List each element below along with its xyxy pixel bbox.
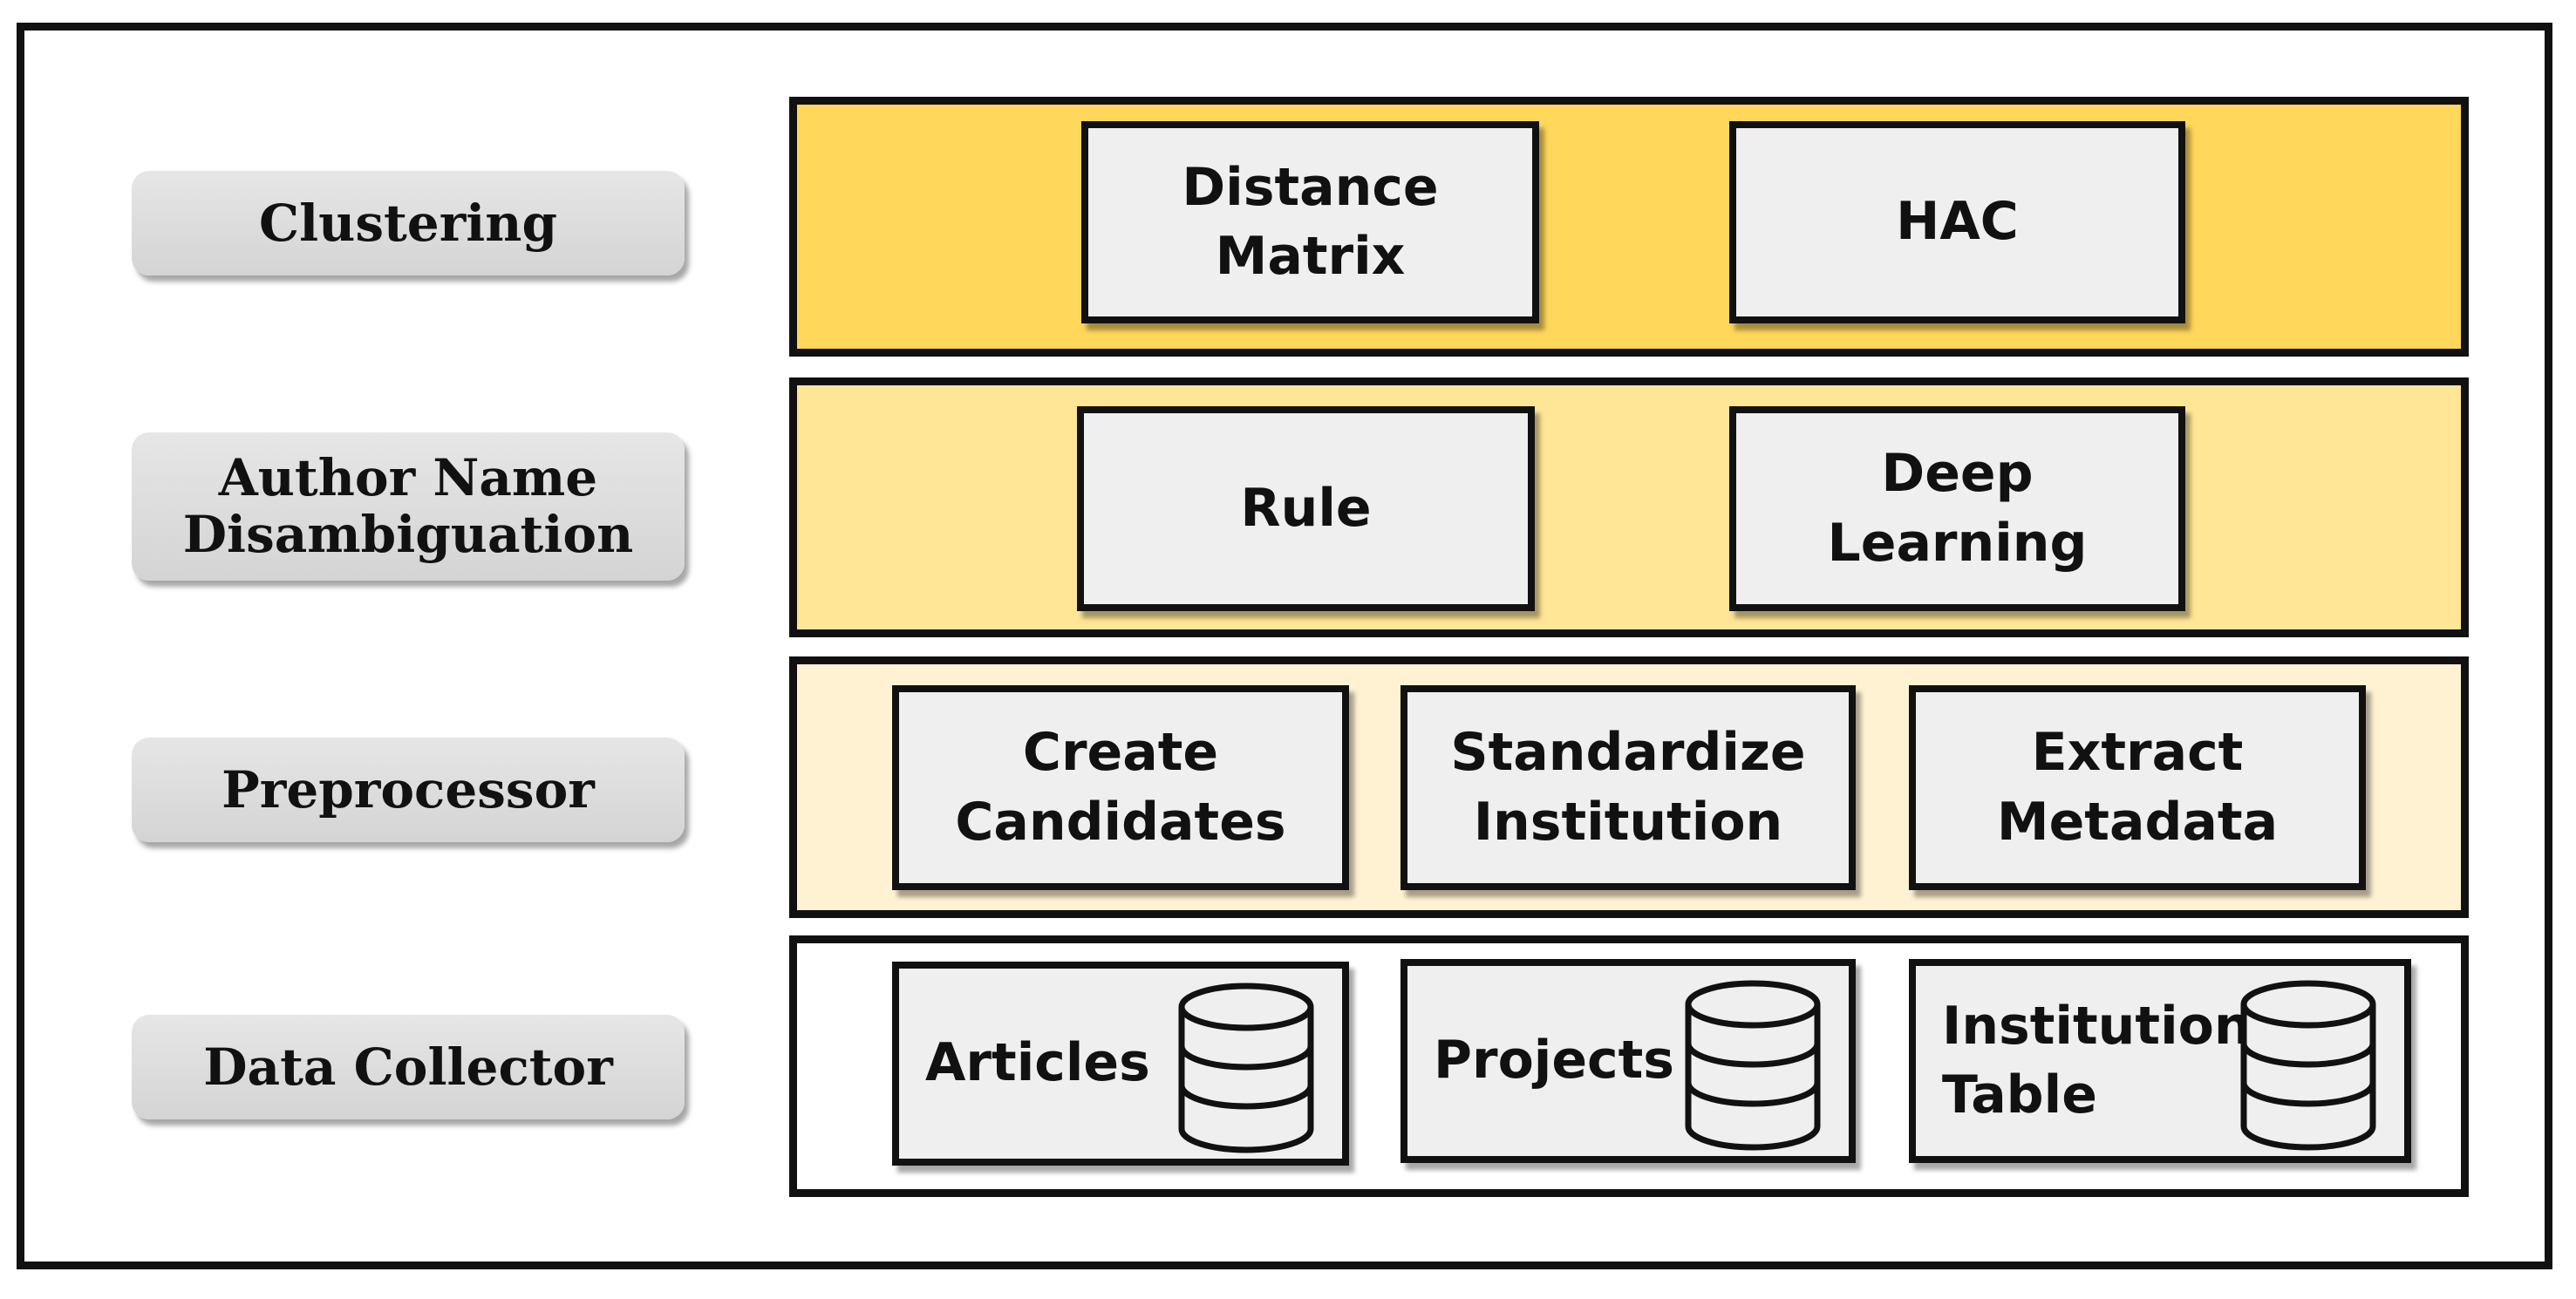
component-deep-learning: Deep Learning (1729, 406, 2185, 611)
institution-table-label: Institution Table (1942, 995, 2252, 1126)
component-articles: Articles (892, 962, 1349, 1166)
component-create-candidates: Create Candidates (892, 685, 1349, 890)
component-extract-metadata: Extract Metadata (1909, 685, 2366, 890)
database-icon (1178, 983, 1314, 1153)
label-clustering: Clustering (132, 171, 685, 275)
database-icon (1685, 980, 1821, 1151)
component-hac: HAC (1729, 121, 2185, 323)
component-projects: Projects (1400, 959, 1856, 1163)
projects-label: Projects (1434, 1030, 1675, 1092)
label-author-name-disambiguation: Author Name Disambiguation (132, 432, 685, 581)
layer-clustering (789, 97, 2469, 357)
articles-label: Articles (925, 1032, 1150, 1094)
component-standardize-institution: Standardize Institution (1400, 685, 1856, 890)
component-institution-table: Institution Table (1909, 959, 2411, 1163)
component-rule: Rule (1077, 406, 1535, 611)
label-preprocessor: Preprocessor (132, 738, 685, 842)
label-data-collector: Data Collector (132, 1015, 685, 1119)
database-icon (2240, 980, 2376, 1151)
component-distance-matrix: Distance Matrix (1081, 121, 1539, 323)
layer-author-name-disambiguation (789, 377, 2469, 637)
